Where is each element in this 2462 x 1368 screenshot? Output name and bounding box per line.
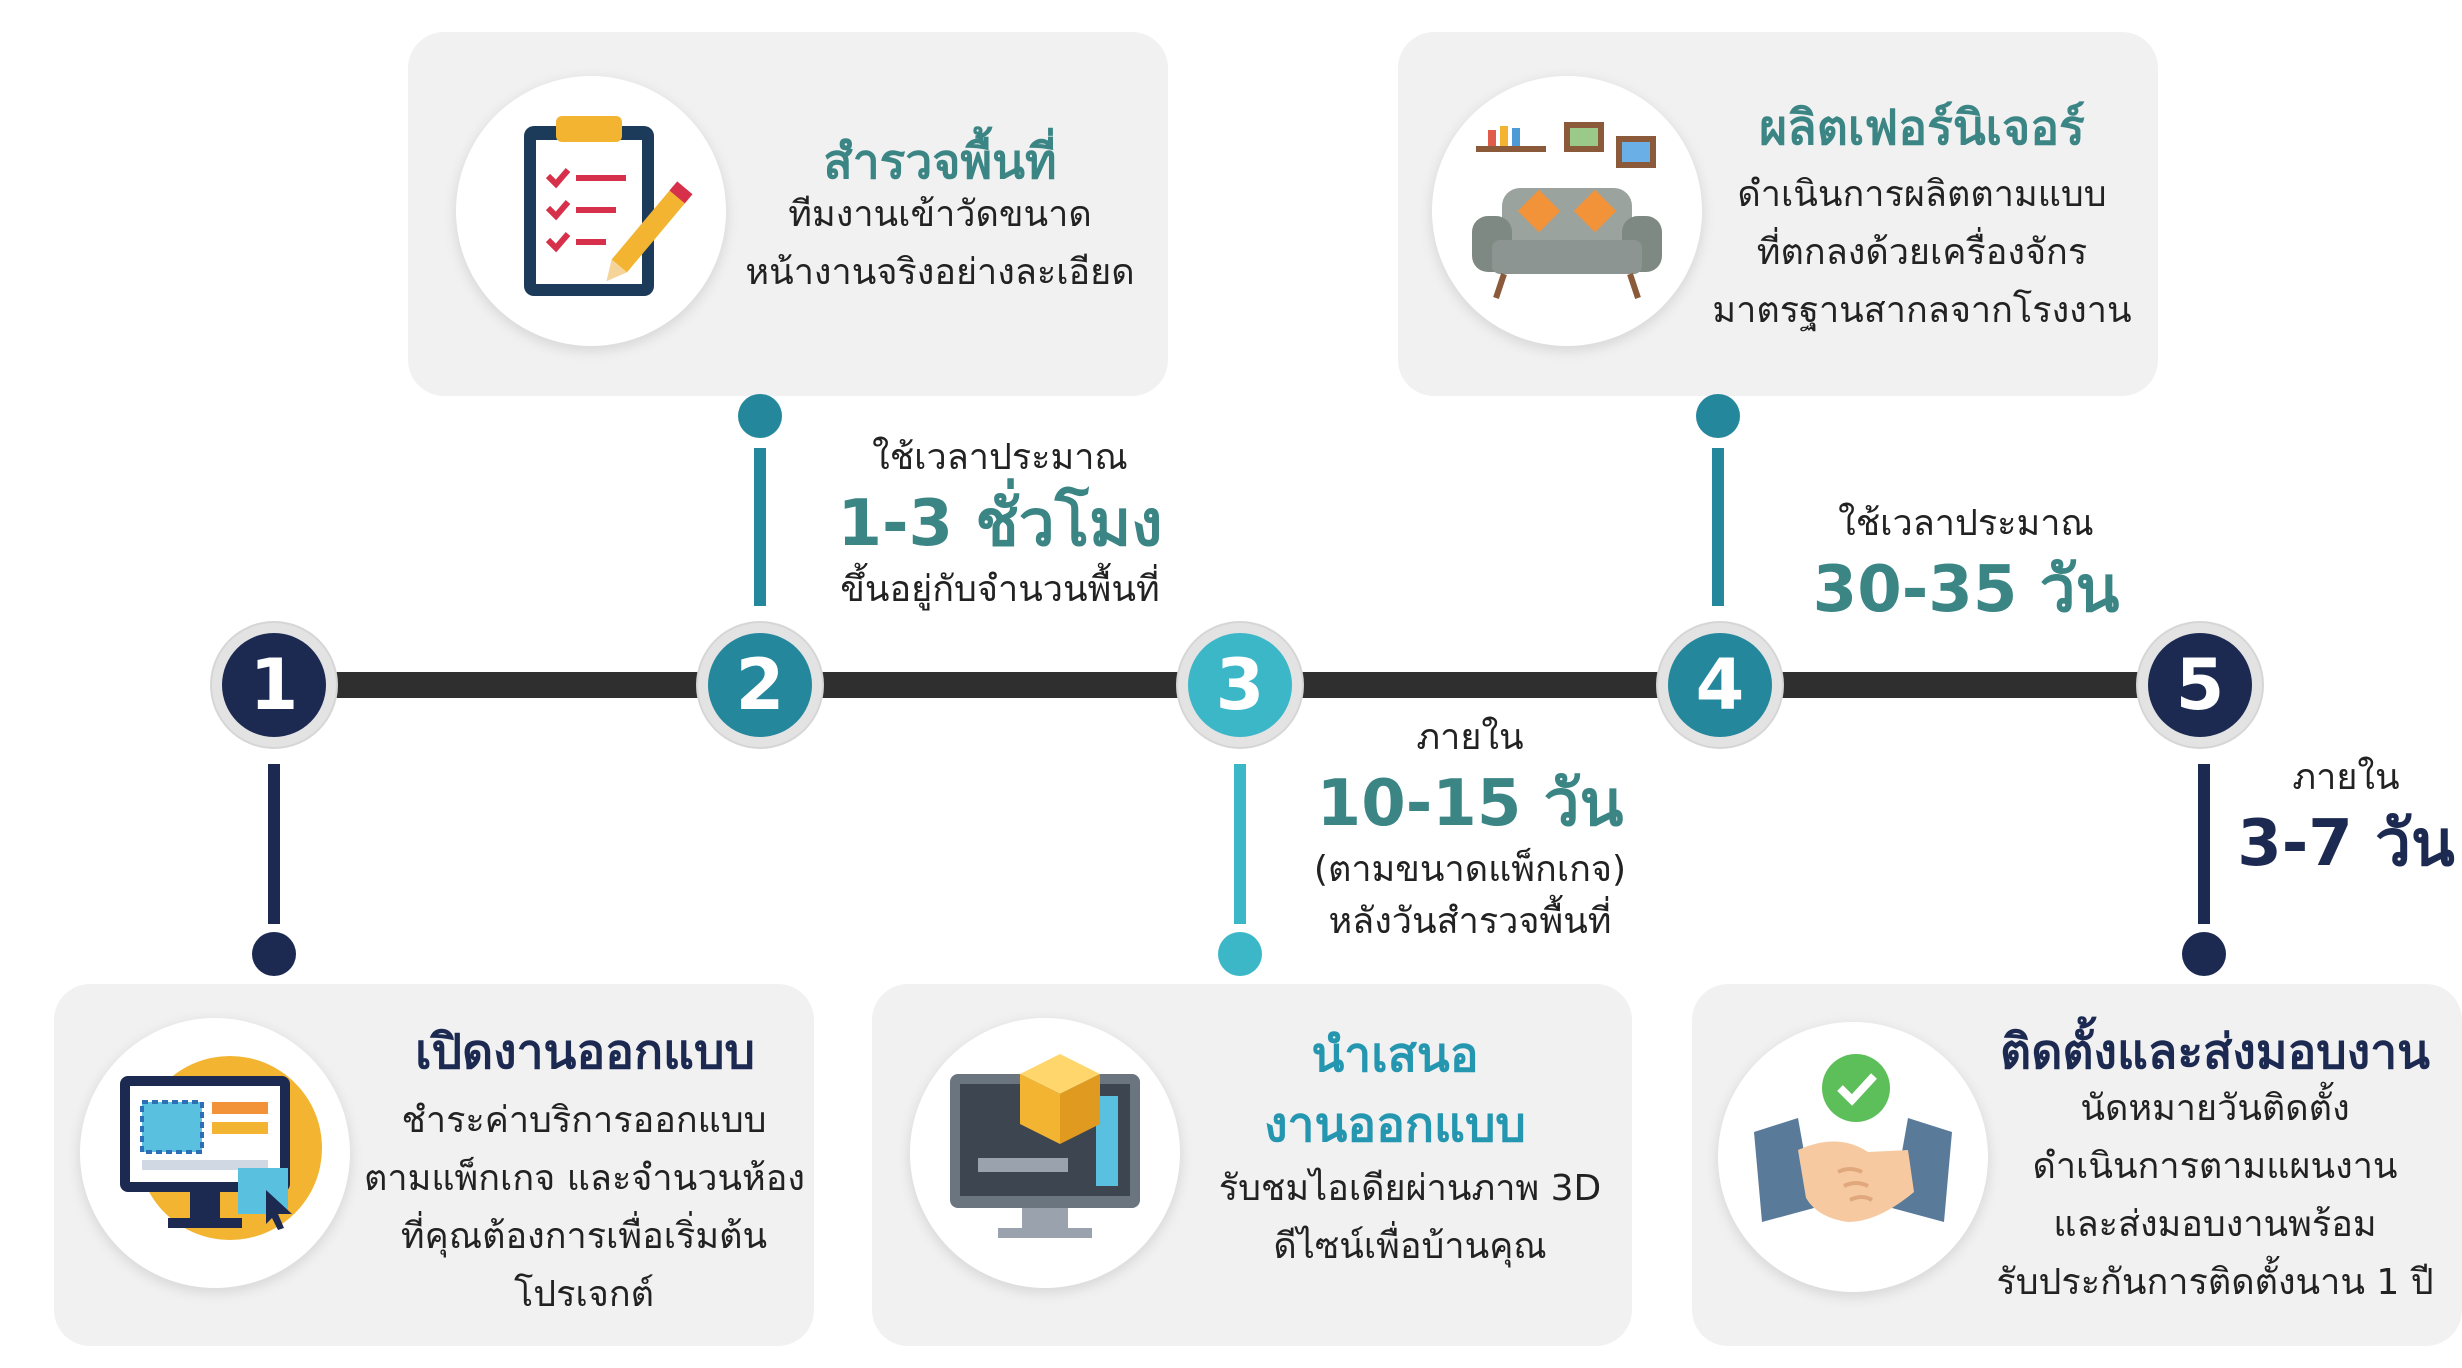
step-5-description: นัดหมายวันติดตั้ง ดำเนินการตามแผนงาน และ… [1990,1080,2440,1312]
duration-1-2-note: ขึ้นอยู่กับจำนวนพื้นที่ [840,569,1160,610]
step-5-connector [2198,764,2210,924]
step-2-node: 2 [698,623,822,747]
duration-1-2-top: ใช้เวลาประมาณ [872,437,1128,478]
step-1-desc-line: ที่คุณต้องการเพื่อเริ่มต้น [400,1216,768,1257]
duration-2-3-top: ภายใน [1416,717,1524,758]
duration-1-2-value: 1-3 ชั่วโมง [837,487,1163,561]
step-4-title: ผลิตเฟอร์นิเจอร์ [1759,100,2085,156]
step-5-desc-line: รับประกันการติดตั้งนาน 1 ปี [1996,1262,2434,1303]
step-2-desc-line: ทีมงานเข้าวัดขนาด [788,194,1092,235]
step-3-title-line: นำเสนอ [1311,1027,1479,1083]
step-5-title: ติดตั้งและส่งมอบงาน [2000,1024,2430,1080]
duration-4-5-value: 3-7 วัน [2237,807,2455,881]
step-5-connector-dot [2182,932,2226,976]
step-3-number: 3 [1188,633,1292,737]
step-2-connector [754,448,766,606]
handshake-check-icon [1718,1022,1988,1292]
step-3-description: รับชมไอเดียผ่านภาพ 3D ดีไซน์เพื่อบ้านคุณ [1200,1160,1620,1276]
duration-3-4: ใช้เวลาประมาณ 30-35 วัน [1766,498,2166,630]
step-5-node: 5 [2138,623,2262,747]
step-3-connector-dot [1218,932,1262,976]
duration-2-3: ภายใน 10-15 วัน (ตามขนาดแพ็กเกจ) หลังวัน… [1270,712,1670,948]
step-2-number: 2 [708,633,812,737]
step-1-connector-dot [252,932,296,976]
duration-2-3-note: (ตามขนาดแพ็กเกจ) [1313,849,1627,890]
step-1-desc-line: ชำระค่าบริการออกแบบ [401,1100,767,1141]
step-5-desc-line: และส่งมอบงานพร้อม [2053,1204,2377,1245]
3d-cube-monitor-icon [910,1018,1180,1288]
step-2-desc-line: หน้างานจริงอย่างละเอียด [745,252,1135,293]
step-1-connector [268,764,280,924]
step-4-connector [1712,448,1724,606]
step-1-desc-line: ตามแพ็กเกจ และจำนวนห้อง [364,1158,805,1199]
step-3-desc-line: ดีไซน์เพื่อบ้านคุณ [1273,1226,1547,1267]
step-4-desc-line: ที่ตกลงด้วยเครื่องจักร [1756,232,2088,273]
step-1-description: ชำระค่าบริการออกแบบ ตามแพ็กเกจ และจำนวนห… [364,1092,805,1324]
step-2-description: ทีมงานเข้าวัดขนาด หน้างานจริงอย่างละเอีย… [730,186,1150,302]
step-4-desc-line: มาตรฐานสากลจากโรงงาน [1712,290,2132,331]
step-2-connector-dot [738,394,782,438]
clipboard-checklist-icon [456,76,726,346]
step-4-description: ดำเนินการผลิตตามแบบ ที่ตกลงด้วยเครื่องจั… [1702,166,2142,340]
step-3-node: 3 [1178,623,1302,747]
step-3-title-line: งานออกแบบ [1264,1097,1526,1153]
step-4-node: 4 [1658,623,1782,747]
step-5-number: 5 [2148,633,2252,737]
duration-4-5-top: ภายใน [2292,757,2400,798]
step-4-number: 4 [1668,633,1772,737]
step-2-title: สำรวจพื้นที่ [823,134,1057,190]
step-1-number: 1 [222,633,326,737]
duration-1-2: ใช้เวลาประมาณ 1-3 ชั่วโมง ขึ้นอยู่กับจำน… [800,432,1200,616]
sofa-furniture-icon [1432,76,1702,346]
step-1-title: เปิดงานออกแบบ [415,1024,755,1080]
step-5-desc-line: ดำเนินการตามแผนงาน [2032,1146,2398,1187]
step-3-title: นำเสนอ งานออกแบบ [1200,1020,1590,1160]
step-1-node: 1 [212,623,336,747]
duration-3-4-value: 30-35 วัน [1812,553,2120,627]
step-4-connector-dot [1696,394,1740,438]
step-3-connector [1234,764,1246,924]
step-5-desc-line: นัดหมายวันติดตั้ง [2080,1088,2350,1129]
step-4-desc-line: ดำเนินการผลิตตามแบบ [1737,174,2107,215]
computer-design-icon [80,1018,350,1288]
duration-2-3-note: หลังวันสำรวจพื้นที่ [1328,901,1612,942]
duration-2-3-value: 10-15 วัน [1316,767,1624,841]
step-1-desc-line: โปรเจกต์ [513,1274,655,1315]
step-3-desc-line: รับชมไอเดียผ่านภาพ 3D [1218,1168,1602,1209]
duration-4-5: ภายใน 3-7 วัน [2236,752,2456,884]
duration-3-4-top: ใช้เวลาประมาณ [1838,503,2094,544]
